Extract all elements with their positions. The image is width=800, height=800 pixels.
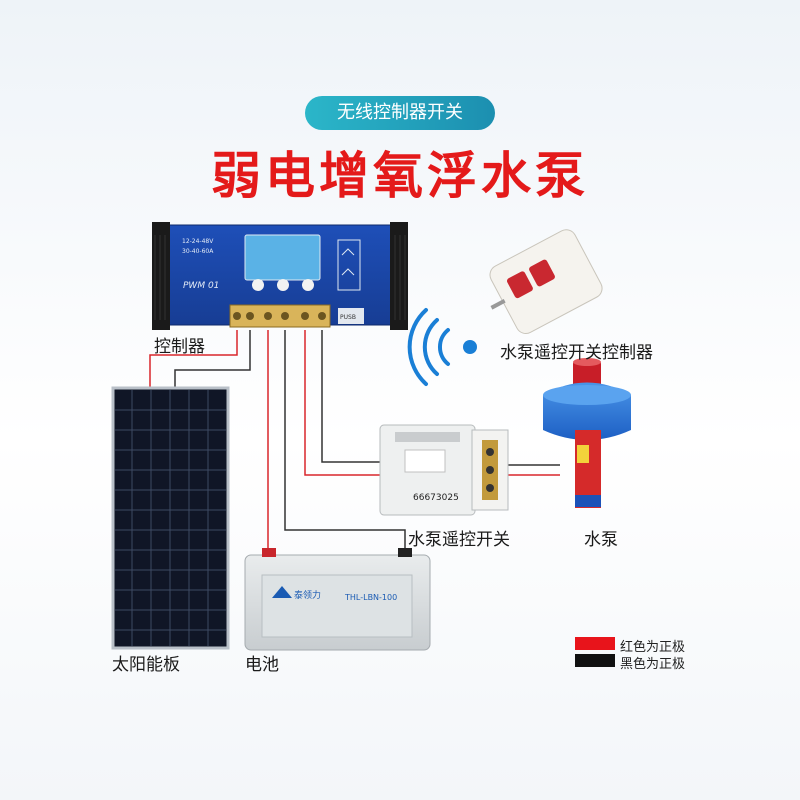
wire-controller-solar-negative [174,330,251,390]
legend-swatch-positive [575,637,615,650]
controller-spec-2: 30-40-60A [182,248,214,255]
remote-device [489,229,603,335]
legend-positive-text: 红色为正极 [620,640,686,655]
header-tag: 无线控制器开关 [305,96,495,130]
controller-button-3 [302,279,314,291]
solar-panel-device [111,386,230,650]
wire-controller-switch-negative [321,330,380,463]
battery-brand: 泰领力 [294,589,321,601]
controller-device [152,222,408,330]
wire-controller-solar-positive [149,330,238,390]
controller-terminal-block [229,304,331,328]
controller-button-2 [277,279,289,291]
solar-panel-label: 太阳能板 [112,655,180,675]
controller-spec-1: 12-24-48V [182,238,214,245]
controller-button-1 [252,279,264,291]
wireless-signal-icon [407,308,450,386]
pump-device [543,358,631,508]
legend-negative-text: 黑色为正极 [620,657,686,672]
remote-label: 水泵遥控开关控制器 [500,343,653,363]
battery-device [244,548,431,651]
page-title: 弱电增氧浮水泵 [211,147,589,205]
legend-swatch-negative [575,654,615,667]
controller-port: PUSB [340,314,356,321]
battery-label: 电池 [245,655,279,675]
wire-controller-switch-positive [304,330,380,476]
pump-label: 水泵 [584,530,618,550]
switch-code: 66673025 [413,493,459,503]
wires [149,330,560,555]
wire-controller-battery-negative [284,330,406,555]
wireless-dot [463,340,477,354]
remote-switch-label: 水泵遥控开关 [408,530,510,550]
controller-model: PWM 01 [183,281,219,291]
controller-label: 控制器 [154,337,205,357]
battery-model: THL-LBN-100 [344,593,397,602]
remote-switch-device [379,424,509,516]
controller-screen [244,234,321,281]
